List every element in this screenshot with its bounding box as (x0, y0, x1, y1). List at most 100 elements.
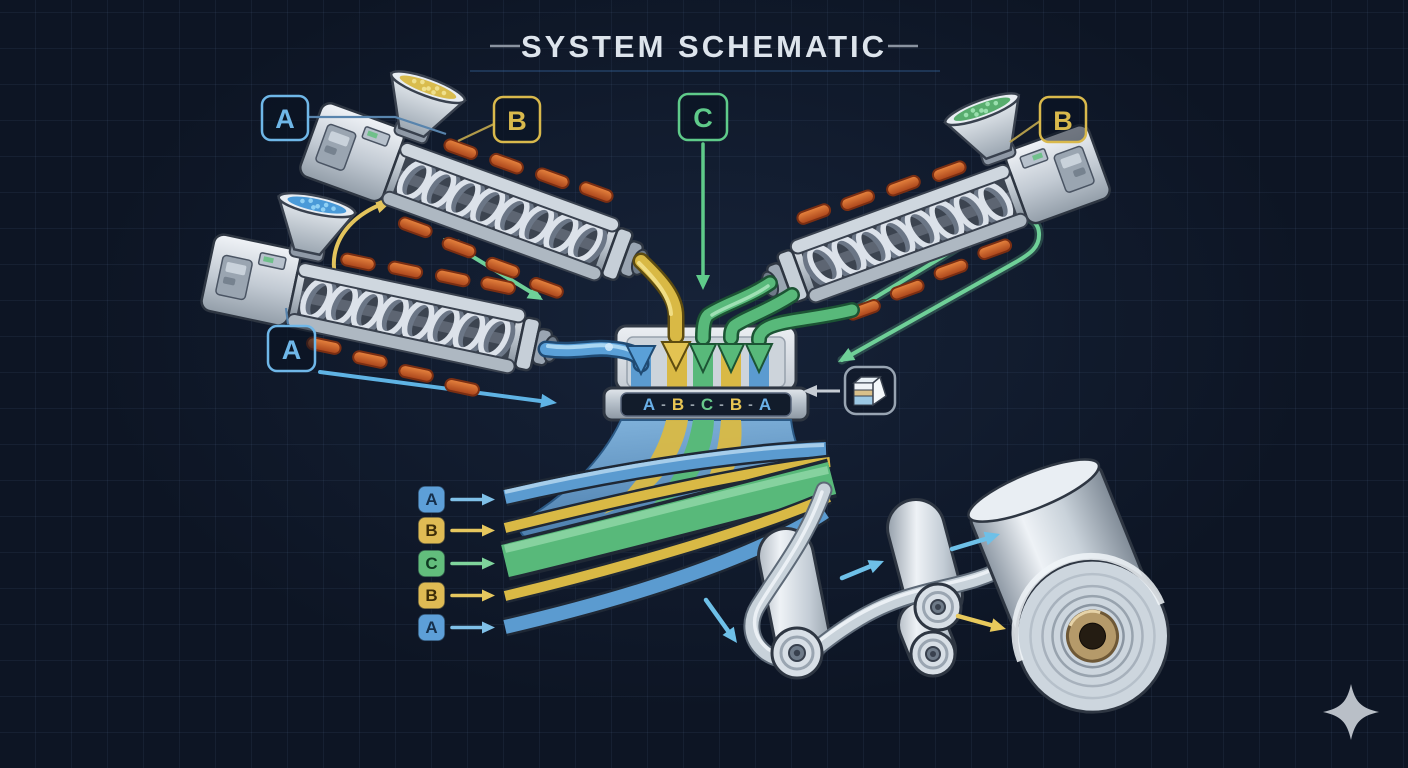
callout-label-b-top: B (507, 106, 527, 136)
winder-film-wrap-highlight (1011, 552, 1165, 663)
callout-line-a-left (284, 307, 290, 325)
pipe-green-1 (697, 277, 776, 344)
layer-badge-b-lower-label: B (425, 586, 437, 605)
nip-upper-ring (922, 591, 954, 623)
flow-arrowhead-blue-2 (867, 560, 884, 574)
layer-3-green (501, 462, 837, 578)
layer-badge-b-upper-label: B (425, 521, 437, 540)
flow-arrow-yellow (955, 613, 1001, 630)
pipe-yellow (635, 255, 682, 342)
winder-top-end (967, 458, 1101, 523)
die-seq-letter-2: B (672, 395, 684, 414)
layer-arrowhead-a-top (482, 493, 495, 506)
layer-2-yellow (503, 457, 831, 533)
callout-label-a-top: A (275, 104, 295, 134)
die-sequence-plate (620, 392, 792, 417)
callout-label-b-right: B (1053, 106, 1073, 136)
winder-core-bore (1078, 622, 1106, 650)
callout-box-c (677, 92, 729, 142)
winder-wrap-ring-2 (1041, 584, 1144, 688)
page-title: SYSTEM SCHEMATIC (521, 29, 887, 64)
melt-pipes (537, 252, 860, 377)
callout-box-a-left (266, 324, 317, 373)
flow-arrow-blue-3 (949, 534, 995, 552)
die-sequence-label: A - B - C - B - A (643, 395, 771, 414)
icon-cube-flap (872, 375, 887, 407)
winder-roll (967, 458, 1170, 714)
layer-badge-a-bottom (417, 613, 446, 642)
nip-upper-axle (935, 604, 941, 610)
icon-cube-stripe-3 (853, 395, 874, 406)
die-inlet-arrow-green-3 (744, 343, 774, 375)
flow-arrowhead-blue-1 (722, 626, 737, 643)
die-inlet-arrow-green-2 (716, 343, 746, 375)
layer-badge-b-lower (417, 581, 446, 610)
takeoff-section (703, 458, 1170, 714)
pipe-green-3 (753, 304, 858, 346)
die-lip: A - B - C - B - A (602, 386, 810, 422)
flow-arrowhead-blue-3 (983, 531, 1000, 546)
layer-1-blue (503, 442, 827, 504)
die-seq-sep-4: - (748, 396, 753, 412)
roller-1-axle (793, 649, 801, 657)
nip-lower-ring (917, 638, 949, 670)
callout-line-b-top (457, 123, 495, 142)
die-seq-sep-2: - (690, 396, 695, 412)
layer-badge-a-top-label: A (425, 490, 437, 509)
flow-arrow-blue-1 (703, 597, 734, 638)
layer-arrowhead-c (482, 557, 495, 570)
blue-long-arrow (318, 370, 550, 404)
winder-wrap-ring-3 (1051, 594, 1134, 678)
icon-pointer-arrowhead (803, 385, 817, 397)
die-seq-sep-1: - (661, 396, 666, 412)
winder-wrap-ring-1 (1029, 572, 1156, 700)
callout-box-b-top (492, 95, 542, 144)
die-seq-letter-1: A (643, 395, 655, 414)
pipe-green-2 (725, 289, 798, 344)
layered-cube-icon (843, 365, 897, 416)
callout-label-c: C (693, 103, 713, 133)
layer-3-highlight (504, 466, 829, 553)
callout-line-b-right (1009, 120, 1041, 143)
green-double-arrowhead-b (526, 286, 543, 300)
callout-arrowhead-c (696, 275, 710, 290)
nip-lower-axle (930, 651, 936, 657)
sparkle-icon (1323, 684, 1379, 740)
die-inlet-arrow-blue (625, 345, 657, 377)
pipe-yellow-highlight (637, 261, 673, 316)
pipe-blue-glow-dot (605, 343, 613, 351)
die-seq-letter-3: C (701, 395, 713, 414)
layer-arrowhead-a-bottom (482, 621, 495, 634)
die-inlet-arrow-green-1 (688, 343, 718, 375)
die-seq-letter-5: A (759, 395, 771, 414)
icon-cube-stripe-1 (853, 382, 874, 391)
layer-4-yellow (503, 492, 831, 601)
callout-box-b-right (1038, 95, 1088, 144)
die-inlet-arrow-yellow (660, 341, 692, 373)
layer-badge-b-upper (417, 516, 446, 545)
icon-cube-stripe-2 (853, 389, 874, 397)
layer-1-highlight (504, 443, 825, 494)
layer-badge-a-top (417, 485, 446, 514)
roller-1-ring (779, 635, 815, 671)
title-group: SYSTEM SCHEMATIC (470, 29, 940, 72)
die-seq-sep-3: - (719, 396, 724, 412)
flow-arrowhead-yellow (989, 618, 1006, 632)
layer-legend: A B C B A (417, 485, 495, 642)
layer-badge-c (417, 549, 446, 578)
callout-line-a-top (308, 115, 447, 136)
callout-box-a-top (260, 94, 310, 142)
winder-core-highlight (1068, 609, 1101, 627)
layer-arrowhead-b-upper (482, 524, 495, 537)
blue-long-arrowhead (540, 393, 557, 408)
winder-wrap-ring-4 (1060, 603, 1125, 669)
callouts: A B C B A (260, 92, 1088, 373)
pipe-green-highlight (710, 284, 770, 317)
layer-arrowhead-b-lower (482, 589, 495, 602)
die-seq-letter-4: B (730, 395, 742, 414)
layer-badge-a-bottom-label: A (425, 618, 437, 637)
layer-badge-c-label: C (425, 554, 437, 573)
green-loop-arrowhead-down (838, 347, 856, 362)
die-cross-section-callout (803, 365, 897, 416)
